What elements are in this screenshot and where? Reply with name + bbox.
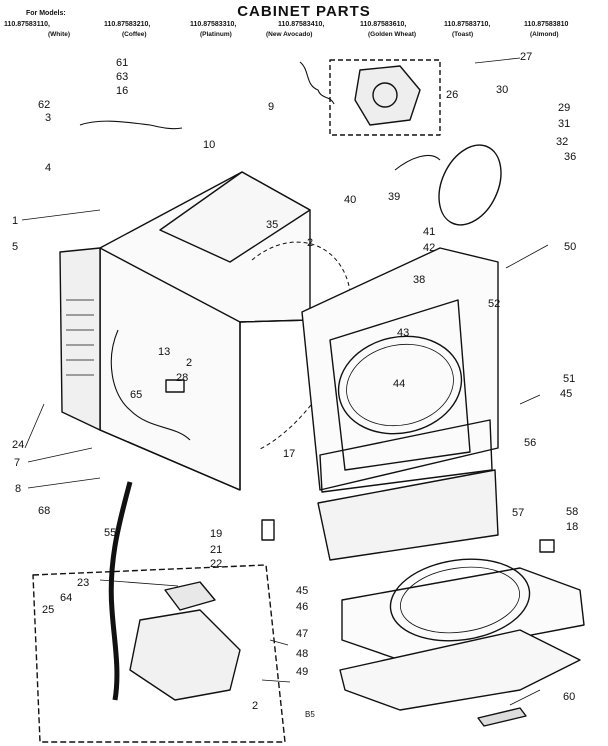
motor-assembly <box>329 59 441 136</box>
wiring-harness <box>79 61 441 171</box>
kick-panel <box>317 419 499 561</box>
callout-label: 47 <box>296 628 308 640</box>
callout-label: 19 <box>210 528 222 540</box>
callout-label: 63 <box>116 71 128 83</box>
callout-label: 27 <box>520 51 532 63</box>
drum-belt <box>438 144 502 226</box>
callout-label: 61 <box>116 57 128 69</box>
callout-label: 46 <box>296 601 308 613</box>
callout-label: 23 <box>77 577 89 589</box>
callout-label: 4 <box>45 162 51 174</box>
callout-label: 43 <box>397 327 409 339</box>
callout-label: 28 <box>176 372 188 384</box>
model-number: 110.87583810 <box>524 21 569 28</box>
callout-label: 56 <box>524 437 536 449</box>
callout-label: 40 <box>344 194 356 206</box>
callout-label: 39 <box>388 191 400 203</box>
callout-label: 1 <box>12 215 18 227</box>
callout-label: 65 <box>130 389 142 401</box>
model-color: (Platinum) <box>200 31 232 38</box>
callout-label: 41 <box>423 226 435 238</box>
model-number: 110.87583410, <box>278 21 325 28</box>
front-panel <box>301 247 499 491</box>
callout-label: 60 <box>563 691 575 703</box>
callout-label: 13 <box>158 346 170 358</box>
model-color: (White) <box>48 31 71 38</box>
callout-label: 2 <box>307 237 313 249</box>
callout-label: 17 <box>283 448 295 460</box>
callout-label: 24 <box>12 439 24 451</box>
model-color: (Coffee) <box>122 31 147 38</box>
callout-label: 31 <box>558 118 570 130</box>
callout-label: 50 <box>564 241 576 253</box>
callout-label: 21 <box>210 544 222 556</box>
callout-label: 2 <box>186 357 192 369</box>
callout-label: 18 <box>566 521 578 533</box>
callout-label: 55 <box>104 527 116 539</box>
door-assembly <box>339 558 585 711</box>
terminal-block-box <box>32 564 286 743</box>
callout-label: 64 <box>60 592 72 604</box>
callout-label: 45 <box>560 388 572 400</box>
top-panel <box>159 171 311 263</box>
for-models-label: For Models: <box>26 10 66 17</box>
callout-label: 29 <box>558 102 570 114</box>
callout-label: 8 <box>15 483 21 495</box>
page-code: B5 <box>305 710 315 719</box>
callout-label: 5 <box>12 241 18 253</box>
callout-label: 38 <box>413 274 425 286</box>
callout-label: 22 <box>210 558 222 570</box>
callout-label: 57 <box>512 507 524 519</box>
callout-label: 49 <box>296 666 308 678</box>
callout-label: 3 <box>45 112 51 124</box>
callout-labels: 61 63 16 62 3 9 27 26 30 29 31 32 36 10 … <box>12 51 578 712</box>
model-number: 110.87583110, <box>4 21 50 28</box>
callout-label: 26 <box>446 89 458 101</box>
model-color: (Toast) <box>452 31 474 38</box>
page-title: CABINET PARTS <box>237 3 371 20</box>
hinge-bracket <box>165 379 555 553</box>
power-cord <box>108 481 133 701</box>
callout-label: 45 <box>296 585 308 597</box>
door-handle <box>477 707 527 727</box>
callout-label: 44 <box>393 378 405 390</box>
model-number: 110.87583310, <box>190 21 237 28</box>
model-number: 110.87583710, <box>444 21 491 28</box>
callout-label: 36 <box>564 151 576 163</box>
callout-label: 32 <box>556 136 568 148</box>
model-color: (Golden Wheat) <box>368 31 417 38</box>
callout-label: 52 <box>488 298 500 310</box>
callout-label: 7 <box>14 457 20 469</box>
model-color: (Almond) <box>530 31 559 38</box>
callout-label: 62 <box>38 99 50 111</box>
model-number: 110.87583210, <box>104 21 151 28</box>
callout-label: 10 <box>203 139 215 151</box>
leader-lines <box>21 57 549 706</box>
side-panel <box>59 247 101 431</box>
callout-label: 42 <box>423 242 435 254</box>
callout-label: 68 <box>38 505 50 517</box>
model-number: 110.87583610, <box>360 21 407 28</box>
model-color: (New Avocado) <box>266 31 313 38</box>
callout-label: 25 <box>42 604 54 616</box>
callout-label: 16 <box>116 85 128 97</box>
callout-label: 9 <box>268 101 274 113</box>
callout-label: 48 <box>296 648 308 660</box>
callout-label: 51 <box>563 373 575 385</box>
callout-label: 30 <box>496 84 508 96</box>
callout-label: 58 <box>566 506 578 518</box>
callout-label: 35 <box>266 219 278 231</box>
callout-label: 2 <box>252 700 258 712</box>
